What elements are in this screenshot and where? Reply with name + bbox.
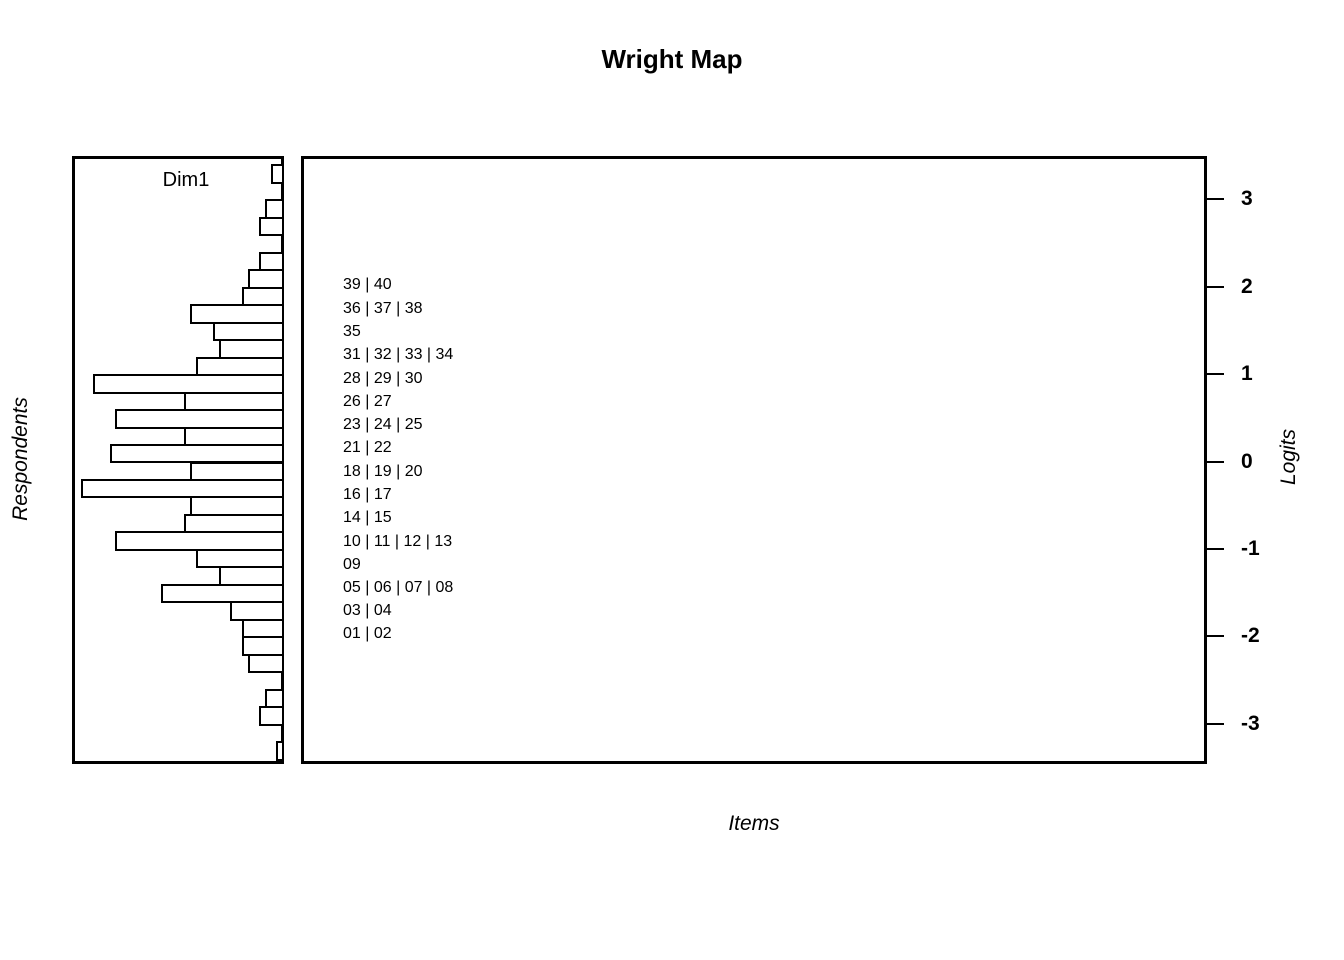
histogram-bar [276, 741, 284, 761]
item-row: 03 | 04 [343, 602, 392, 620]
logit-axis-tick [1207, 635, 1224, 638]
item-row: 26 | 27 [343, 392, 392, 410]
histogram-bar [247, 653, 284, 674]
chart-title: Wright Map [601, 44, 743, 74]
item-row: 01 | 02 [343, 625, 392, 643]
item-row: 36 | 37 | 38 [343, 300, 423, 318]
logit-axis-tick-label: -2 [1241, 624, 1260, 648]
logit-axis-tick-label: 1 [1241, 362, 1253, 386]
logit-axis-tick [1207, 722, 1224, 725]
logit-axis-tick [1207, 285, 1224, 288]
logit-axis-tick [1207, 198, 1224, 201]
item-row: 21 | 22 [343, 439, 392, 457]
item-row: 14 | 15 [343, 508, 392, 526]
logit-axis-tick-label: -3 [1241, 711, 1260, 735]
item-row: 31 | 32 | 33 | 34 [343, 346, 454, 364]
logit-axis-tick [1207, 373, 1224, 376]
histogram-bar [161, 583, 284, 604]
item-row: 28 | 29 | 30 [343, 369, 423, 387]
item-row: 18 | 19 | 20 [343, 462, 423, 480]
logit-axis-tick-label: -1 [1241, 536, 1260, 560]
logit-axis-tick-label: 2 [1241, 274, 1253, 298]
respondent-histogram-panel [72, 156, 284, 764]
logit-axis-tick [1207, 460, 1224, 463]
item-row: 16 | 17 [343, 486, 392, 504]
dimension-label: Dim1 [162, 169, 210, 191]
item-row: 05 | 06 | 07 | 08 [343, 578, 454, 596]
histogram-bar [259, 706, 284, 726]
respondents-axis-label: Respondents [9, 397, 32, 521]
item-row: 23 | 24 | 25 [343, 416, 423, 434]
item-row: 10 | 11 | 12 | 13 [343, 532, 453, 550]
item-row: 39 | 40 [343, 276, 392, 294]
logit-axis-tick-label: 3 [1241, 187, 1253, 211]
logit-axis-tick [1207, 547, 1224, 550]
histogram-bar [259, 216, 284, 237]
item-row: 09 [343, 556, 361, 574]
histogram-bar [81, 478, 284, 499]
items-panel: 39 | 40 36 | 37 | 38 35 31 | 32 | 33 | 34 28… [301, 156, 1207, 764]
logit-axis-tick-label: 0 [1241, 449, 1253, 473]
item-row: 35 [343, 322, 361, 340]
items-axis-label: Items [728, 812, 780, 835]
histogram-bar [270, 164, 284, 184]
